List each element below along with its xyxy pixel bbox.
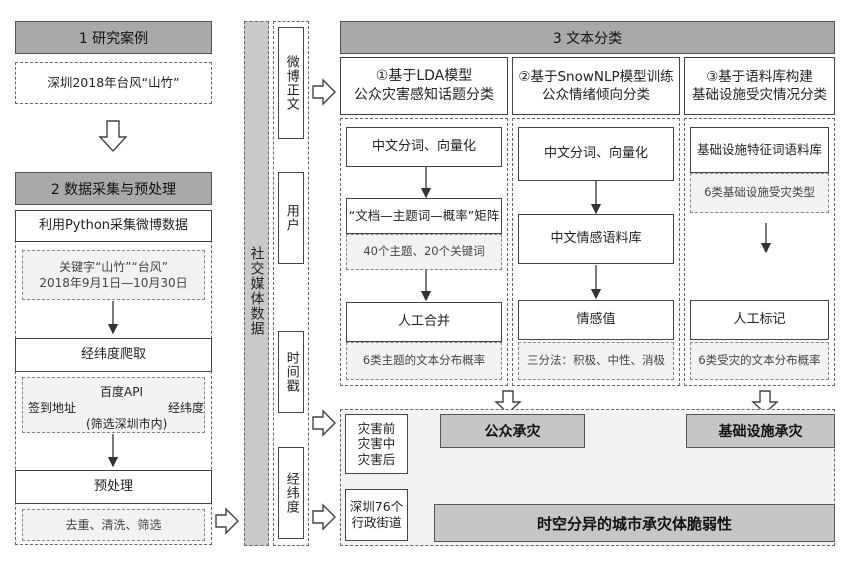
col1-step2-detail-box: 40个主题、20个关键词 bbox=[346, 234, 502, 270]
hollow-right-arrow-icon bbox=[215, 507, 239, 535]
col3-container bbox=[684, 118, 835, 386]
section3-header-text: 3 文本分类 bbox=[552, 30, 623, 47]
col3-title: ③基于语料库构建 基础设施受灾情况分类 bbox=[684, 57, 835, 115]
col2-step1: 中文分词、向量化 bbox=[518, 127, 674, 181]
infra-box: 基础设施承灾 bbox=[686, 414, 835, 448]
col2-container bbox=[512, 118, 680, 386]
case-text: 深圳2018年台风“山竹” bbox=[47, 74, 180, 90]
col2-step3: 情感值 bbox=[518, 300, 674, 340]
social-item-latlng: 经纬度 bbox=[278, 447, 304, 539]
pre-detail-text: 去重、清洗、筛选 bbox=[65, 517, 162, 532]
social-item-latlng-text: 经纬度 bbox=[283, 472, 299, 514]
pre-box: 预处理 bbox=[15, 470, 212, 504]
result-box: 时空分异的城市承灾体脆弱性 bbox=[434, 504, 835, 542]
col1-step1-text: 中文分词、向量化 bbox=[371, 139, 476, 155]
public-text: 公众承灾 bbox=[484, 424, 541, 440]
hollow-down-arrow-icon bbox=[494, 390, 779, 414]
section1-header: 1 研究案例 bbox=[15, 21, 212, 54]
geo-box: 经纬度爬取 bbox=[15, 338, 212, 372]
col1-title-line2: 公众灾害感知话题分类 bbox=[354, 87, 494, 103]
section1-header-text: 1 研究案例 bbox=[78, 30, 149, 47]
col3-step1-text: 基础设施特征词语料库 bbox=[696, 141, 822, 157]
social-media-bar bbox=[244, 21, 269, 546]
col1-step3-text: 人工合并 bbox=[397, 314, 450, 330]
social-item-user: 用户 bbox=[278, 172, 304, 264]
col3-title-line1: ③基于语料库构建 bbox=[706, 68, 813, 85]
geo-text: 经纬度爬取 bbox=[80, 347, 146, 363]
collect-text: 利用Python采集微博数据 bbox=[38, 218, 189, 234]
collect-box: 利用Python采集微博数据 bbox=[15, 210, 212, 242]
col1-step3-detail: 6类主题的文本分布概率 bbox=[362, 353, 486, 368]
geo-from-text: 签到地址 bbox=[28, 401, 77, 415]
col1-container bbox=[340, 118, 508, 386]
col3-step1-detail: 6类基础设施受灾类型 bbox=[704, 185, 815, 200]
col1-step3-detail-box: 6类主题的文本分布概率 bbox=[346, 342, 502, 380]
section2-header: 2 数据采集与预处理 bbox=[15, 172, 212, 205]
date-range-text: 2018年9月1日—10月30日 bbox=[39, 276, 188, 290]
col2-title-line2: 公众情绪倾向分类 bbox=[542, 87, 650, 103]
geo-to-text: 经纬度 bbox=[168, 401, 205, 415]
col2-step3-detail: 三分法：积极、中性、消极 bbox=[527, 353, 665, 368]
social-media-title: 社交媒体数据 bbox=[248, 246, 265, 336]
col3-step1: 基础设施特征词语料库 bbox=[690, 127, 829, 173]
social-item-timestamp: 时间戳 bbox=[278, 331, 304, 413]
col2-step2-text: 中文情感语料库 bbox=[550, 231, 642, 247]
col2-title: ②基于SnowNLP模型训练 公众情绪倾向分类 bbox=[512, 57, 680, 115]
col3-step3-detail: 6类受灾的文本分布概率 bbox=[698, 353, 821, 368]
case-box: 深圳2018年台风“山竹” bbox=[15, 62, 212, 104]
public-box: 公众承灾 bbox=[440, 414, 585, 448]
col1-step3: 人工合并 bbox=[346, 302, 502, 342]
time-phases-text: 灾害前 灾害中 灾害后 bbox=[357, 420, 396, 467]
geo-api-text: 百度API bbox=[100, 385, 143, 399]
col3-title-line2: 基础设施受灾情况分类 bbox=[692, 87, 827, 103]
col1-title: ①基于LDA模型 公众灾害感知话题分类 bbox=[340, 57, 508, 115]
social-items-container bbox=[273, 21, 309, 546]
pre-detail-box: 去重、清洗、筛选 bbox=[22, 509, 205, 541]
col1-step2-text: “文档—主题词—概率”矩阵 bbox=[348, 207, 500, 223]
col1-step2: “文档—主题词—概率”矩阵 bbox=[346, 198, 502, 234]
districts-box: 深圳76个 行政街道 bbox=[345, 489, 408, 541]
col2-step2: 中文情感语料库 bbox=[518, 214, 674, 264]
col2-step3-detail-box: 三分法：积极、中性、消极 bbox=[518, 342, 674, 380]
hollow-right-arrow-icon bbox=[312, 78, 336, 531]
time-phases-box: 灾害前 灾害中 灾害后 bbox=[345, 414, 408, 474]
infra-text: 基础设施承灾 bbox=[718, 424, 803, 440]
col3-step3-detail-box: 6类受灾的文本分布概率 bbox=[690, 342, 829, 380]
col1-step2-detail: 40个主题、20个关键词 bbox=[363, 244, 485, 259]
col3-step1-detail-box: 6类基础设施受灾类型 bbox=[690, 173, 829, 213]
social-item-user-text: 用户 bbox=[283, 204, 299, 232]
col2-title-line1: ②基于SnowNLP模型训练 bbox=[518, 68, 674, 85]
col1-title-line1: ①基于LDA模型 bbox=[375, 68, 473, 85]
col2-step3-text: 情感值 bbox=[576, 312, 616, 328]
social-item-weibo-text: 微博正文 bbox=[283, 55, 299, 111]
geo-detail-box bbox=[22, 377, 205, 433]
keywords-box: 关键字“山竹”“台风” 2018年9月1日—10月30日 bbox=[22, 250, 205, 300]
districts-text: 深圳76个 行政街道 bbox=[349, 499, 404, 530]
section2-header-text: 2 数据采集与预处理 bbox=[50, 181, 177, 198]
hollow-down-arrow-icon bbox=[98, 120, 128, 153]
col2-step1-text: 中文分词、向量化 bbox=[543, 146, 648, 162]
pre-text: 预处理 bbox=[93, 479, 133, 495]
col3-step3-text: 人工标记 bbox=[733, 312, 786, 328]
geo-filter-text: (筛选深圳市内) bbox=[86, 417, 168, 431]
col3-step3: 人工标记 bbox=[690, 300, 829, 340]
result-text: 时空分异的城市承灾体脆弱性 bbox=[536, 514, 732, 533]
keywords-text: 关键字“山竹”“台风” bbox=[59, 259, 168, 274]
section3-header: 3 文本分类 bbox=[340, 21, 835, 54]
social-item-timestamp-text: 时间戳 bbox=[283, 351, 299, 393]
col1-step1: 中文分词、向量化 bbox=[346, 127, 502, 167]
social-item-weibo: 微博正文 bbox=[278, 27, 304, 139]
